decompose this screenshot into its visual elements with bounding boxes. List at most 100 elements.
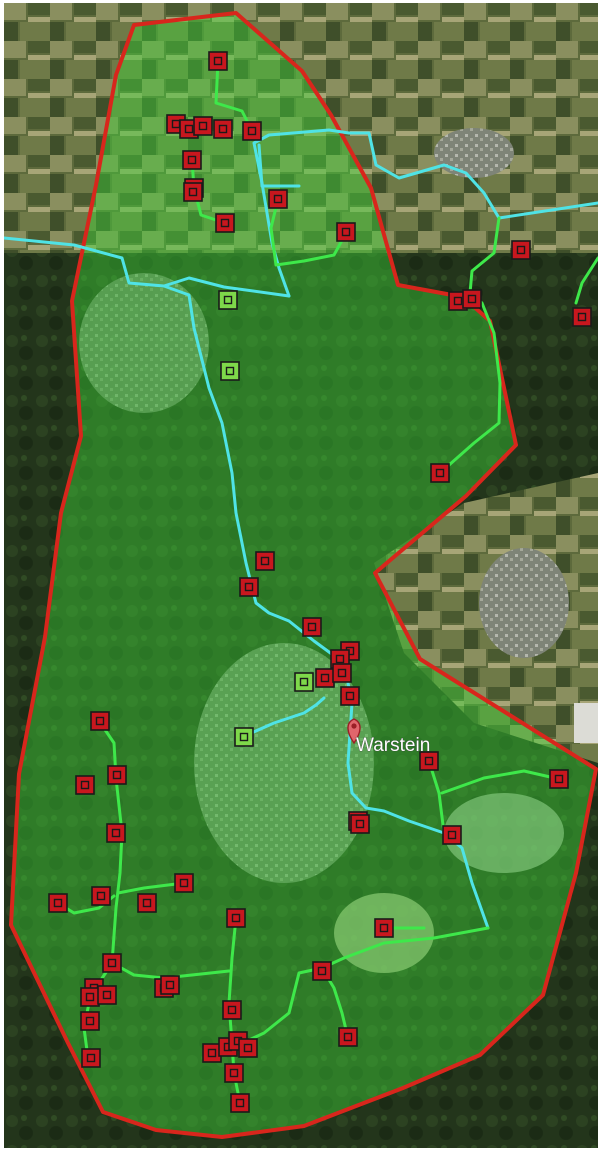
station-marker-red[interactable] [102, 953, 122, 973]
station-marker-red-square [462, 289, 482, 309]
station-marker-red[interactable] [230, 1093, 250, 1113]
station-marker-red[interactable] [312, 961, 332, 981]
station-marker-red[interactable] [302, 617, 322, 637]
station-marker-red[interactable] [224, 1063, 244, 1083]
station-marker-green-inner-icon [223, 295, 233, 305]
station-marker-red-inner-icon [320, 673, 330, 683]
station-marker-red[interactable] [202, 1043, 222, 1063]
station-marker-red-square [239, 577, 259, 597]
station-marker-red[interactable] [462, 289, 482, 309]
station-marker-red-inner-icon [165, 980, 175, 990]
station-marker-red-inner-icon [435, 468, 445, 478]
station-marker-red-square [302, 617, 322, 637]
station-marker-red-inner-icon [218, 124, 228, 134]
station-marker-red-inner-icon [107, 958, 117, 968]
station-marker-red[interactable] [80, 987, 100, 1007]
station-marker-red-inner-icon [188, 187, 198, 197]
station-marker-red-square [80, 1011, 100, 1031]
station-marker-red[interactable] [238, 1038, 258, 1058]
station-marker-red-square [340, 686, 360, 706]
station-marker-red-inner-icon [227, 1005, 237, 1015]
station-marker-red[interactable] [48, 893, 68, 913]
station-markers-red[interactable] [48, 51, 592, 1113]
station-marker-red-square [182, 150, 202, 170]
map-canvas[interactable]: Warstein [4, 3, 598, 1148]
station-marker-red-inner-icon [112, 770, 122, 780]
station-marker-red[interactable] [182, 150, 202, 170]
station-marker-red[interactable] [315, 668, 335, 688]
station-marker-red-square [336, 222, 356, 242]
station-marker-red[interactable] [80, 1011, 100, 1031]
station-marker-red[interactable] [350, 814, 370, 834]
station-marker-red-inner-icon [85, 1016, 95, 1026]
station-marker-red-square [255, 551, 275, 571]
station-marker-red[interactable] [81, 1048, 101, 1068]
station-marker-red-inner-icon [229, 1068, 239, 1078]
station-marker-red[interactable] [75, 775, 95, 795]
station-marker-red[interactable] [91, 886, 111, 906]
station-marker-red[interactable] [183, 182, 203, 202]
station-marker-red[interactable] [137, 893, 157, 913]
station-marker-red[interactable] [215, 213, 235, 233]
station-marker-red[interactable] [442, 825, 462, 845]
station-marker-red-square [312, 961, 332, 981]
station-marker-green[interactable] [294, 672, 314, 692]
station-marker-red[interactable] [338, 1027, 358, 1047]
main-pipeline-trunk [162, 284, 490, 930]
station-marker-red[interactable] [239, 577, 259, 597]
station-marker-red[interactable] [90, 711, 110, 731]
station-marker-red-square [338, 1027, 358, 1047]
station-marker-red-inner-icon [179, 878, 189, 888]
station-marker-red-square [193, 116, 213, 136]
map-view[interactable]: Warstein [4, 3, 598, 1148]
station-marker-red-inner-icon [577, 312, 587, 322]
station-marker-red[interactable] [332, 663, 352, 683]
station-marker-red[interactable] [97, 985, 117, 1005]
station-markers-green[interactable] [218, 290, 314, 747]
station-marker-red-square [137, 893, 157, 913]
station-marker-red-inner-icon [142, 898, 152, 908]
station-marker-red[interactable] [255, 551, 275, 571]
station-marker-red[interactable] [336, 222, 356, 242]
station-marker-red[interactable] [419, 751, 439, 771]
station-marker-red-inner-icon [220, 218, 230, 228]
station-marker-red[interactable] [549, 769, 569, 789]
station-marker-red[interactable] [242, 121, 262, 141]
station-marker-red-inner-icon [95, 716, 105, 726]
station-marker-red[interactable] [226, 908, 246, 928]
station-marker-red[interactable] [430, 463, 450, 483]
station-marker-red[interactable] [268, 189, 288, 209]
station-marker-red[interactable] [174, 873, 194, 893]
station-marker-red[interactable] [160, 975, 180, 995]
station-marker-green[interactable] [234, 727, 254, 747]
station-marker-red-inner-icon [111, 828, 121, 838]
station-marker-green[interactable] [218, 290, 238, 310]
station-marker-red[interactable] [213, 119, 233, 139]
station-marker-red-square [208, 51, 228, 71]
station-marker-red-square [224, 1063, 244, 1083]
warstein-marker[interactable]: Warstein [347, 718, 431, 756]
station-marker-red-square [442, 825, 462, 845]
map-pin-dot [351, 723, 357, 729]
map-pin-icon[interactable] [347, 718, 361, 745]
station-marker-red[interactable] [572, 307, 592, 327]
station-marker-red[interactable] [511, 240, 531, 260]
station-marker-red-inner-icon [244, 582, 254, 592]
station-marker-red[interactable] [340, 686, 360, 706]
station-marker-red-inner-icon [80, 780, 90, 790]
station-marker-red-inner-icon [453, 296, 463, 306]
station-marker-red-inner-icon [307, 622, 317, 632]
station-marker-red-inner-icon [96, 891, 106, 901]
station-marker-red[interactable] [374, 918, 394, 938]
station-marker-red[interactable] [222, 1000, 242, 1020]
station-marker-red[interactable] [107, 765, 127, 785]
station-marker-red[interactable] [106, 823, 126, 843]
station-marker-red-inner-icon [207, 1048, 217, 1058]
station-marker-red[interactable] [193, 116, 213, 136]
station-marker-green-square [220, 361, 240, 381]
station-marker-green[interactable] [220, 361, 240, 381]
station-marker-red[interactable] [208, 51, 228, 71]
station-marker-red-inner-icon [447, 830, 457, 840]
station-marker-red-square [332, 663, 352, 683]
station-marker-red-inner-icon [355, 819, 365, 829]
